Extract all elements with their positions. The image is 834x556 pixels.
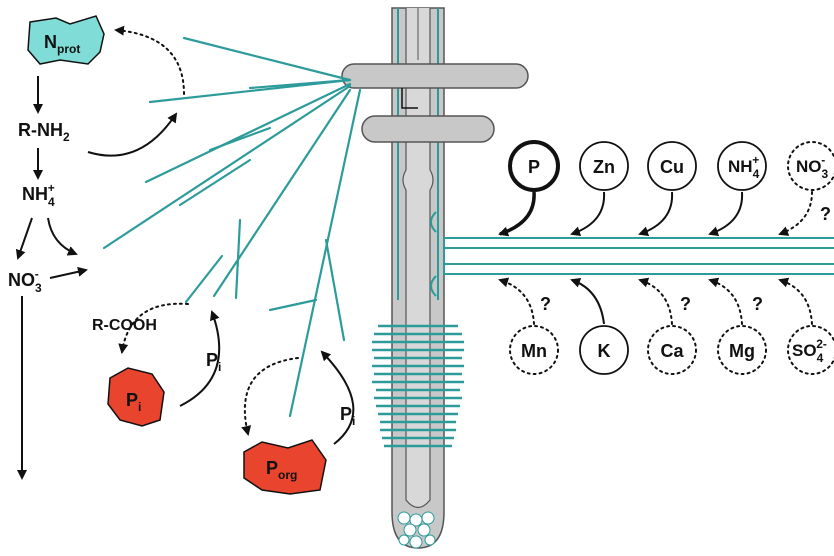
- svg-text:NO3-: NO3-: [796, 153, 829, 181]
- uptake-top-row: P Zn Cu NH4+ NO3- ?: [498, 140, 834, 237]
- svg-text:Ca: Ca: [660, 341, 684, 361]
- porg-blob: [243, 439, 327, 495]
- hyphal-network: [102, 36, 362, 418]
- no3-sub: 3: [35, 281, 42, 295]
- question-mn: ?: [540, 294, 551, 314]
- nprot-label: N: [44, 32, 57, 52]
- porg-sub: org: [278, 468, 297, 482]
- nutrient-nh4: NH4+: [708, 141, 767, 237]
- svg-text:NH4+: NH4+: [22, 181, 55, 209]
- root-hypha-outline: [397, 8, 439, 300]
- nutrient-mg: Mg ?: [708, 277, 767, 375]
- pi-label-2: P: [340, 404, 352, 424]
- root-cap: [397, 511, 436, 549]
- nutrient-ca: Ca ?: [638, 277, 697, 375]
- svg-text:NH4+: NH4+: [728, 153, 760, 181]
- svg-text:Nprot: Nprot: [44, 32, 80, 56]
- pi-label-1: P: [206, 350, 218, 370]
- svg-text:Pi: Pi: [340, 404, 355, 428]
- svg-text:Pi: Pi: [126, 390, 141, 414]
- root: [341, 7, 529, 549]
- nh4-label: NH: [22, 184, 48, 204]
- nutrient-zn: Zn: [570, 141, 629, 237]
- nutrient-cu: Cu: [638, 141, 697, 237]
- nh4-sup: +: [48, 181, 55, 195]
- pi-blob: [107, 367, 165, 427]
- nutrient-no3: NO3- ?: [778, 141, 834, 236]
- svg-text:Cu: Cu: [660, 157, 684, 177]
- rnh2-label: R-NH: [18, 120, 63, 140]
- svg-text:P: P: [528, 157, 540, 177]
- root-lateral-lower: [361, 115, 495, 143]
- svg-text:NO3-: NO3-: [8, 267, 42, 295]
- uptake-bottom-row: Mn ? K Ca ? Mg ? SO42-: [498, 277, 834, 375]
- question-no3: ?: [820, 204, 831, 224]
- root-hairs: [372, 324, 464, 448]
- nh4-sub: 4: [48, 195, 55, 209]
- svg-text:K: K: [598, 341, 611, 361]
- nprot-blob: [27, 15, 105, 65]
- nutrient-so4: SO42-: [778, 277, 834, 375]
- nprot-sub: prot: [57, 42, 80, 56]
- porg-label: P: [266, 458, 278, 478]
- pi-blob-sub: i: [138, 400, 141, 414]
- svg-text:Mg: Mg: [729, 341, 755, 361]
- nutrient-p: P: [498, 140, 560, 237]
- svg-text:Porg: Porg: [266, 458, 297, 482]
- phosphorus-pathway: R-COOH Pi Pi Porg Pi: [92, 302, 355, 495]
- pi-blob-label: P: [126, 390, 138, 410]
- svg-text:SO42-: SO42-: [792, 337, 827, 365]
- rnh2-sub: 2: [63, 130, 70, 144]
- svg-text:Zn: Zn: [593, 157, 615, 177]
- svg-text:Pi: Pi: [206, 350, 221, 374]
- nutrient-mn: Mn ?: [498, 277, 559, 375]
- question-ca: ?: [680, 294, 691, 314]
- question-mg: ?: [752, 294, 763, 314]
- svg-text:R-NH2: R-NH2: [18, 120, 70, 144]
- no3-sup: -: [35, 267, 39, 281]
- root-lateral-upper: [341, 63, 529, 89]
- nitrogen-pathway: Nprot R-NH2 NH4+ NO3-: [8, 15, 185, 480]
- no3-label: NO: [8, 270, 35, 290]
- pi-label-1-sub: i: [218, 360, 221, 374]
- svg-text:Mn: Mn: [521, 341, 547, 361]
- nutrient-k: K: [570, 277, 629, 375]
- horizontal-hypha: [430, 211, 834, 297]
- rcooh-label: R-COOH: [92, 317, 157, 334]
- pi-label-2-sub: i: [352, 414, 355, 428]
